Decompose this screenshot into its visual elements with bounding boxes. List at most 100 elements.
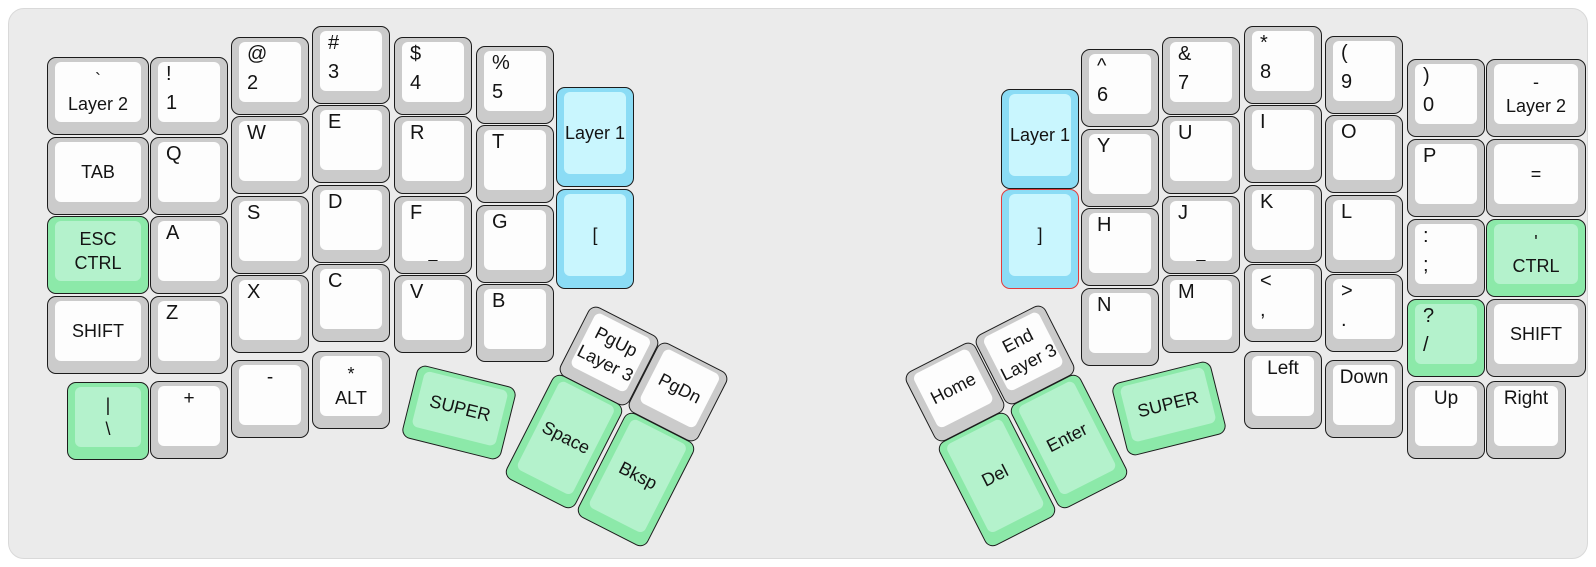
legend-line: -: [1533, 71, 1539, 92]
key-h[interactable]: H: [1081, 208, 1159, 286]
key-pipe-backslash[interactable]: |\: [67, 382, 149, 460]
key-r[interactable]: R: [394, 116, 472, 194]
legend-top-left: ^: [1097, 55, 1107, 77]
legend-top-left: S: [247, 202, 261, 224]
key-2[interactable]: @2: [231, 37, 309, 115]
key-7[interactable]: &7: [1162, 37, 1240, 115]
keycap-arrow-up: Up: [1415, 386, 1477, 446]
key-n[interactable]: N: [1081, 288, 1159, 366]
key-9[interactable]: (9: [1325, 36, 1403, 114]
keycap-g: G: [484, 210, 546, 270]
legend-top-left: V: [410, 281, 424, 303]
key-tab[interactable]: TAB: [47, 137, 149, 215]
legend-line: \: [105, 419, 111, 439]
keycap-p: P: [1415, 144, 1477, 204]
key-p[interactable]: P: [1407, 139, 1485, 217]
legend-center: SHIFT: [1494, 304, 1578, 364]
key-slash[interactable]: ?/: [1407, 299, 1485, 377]
legend-center: TAB: [55, 142, 141, 202]
key-0[interactable]: )0: [1407, 59, 1485, 137]
key-layer1-left[interactable]: Layer 1: [556, 87, 634, 187]
key-a[interactable]: A: [150, 216, 228, 294]
legend-top-left: B: [492, 290, 506, 312]
key-g[interactable]: G: [476, 205, 554, 283]
legend-center: -Layer 2: [1494, 64, 1578, 124]
key-x[interactable]: X: [231, 275, 309, 353]
key-i[interactable]: I: [1244, 105, 1322, 183]
key-arrow-down[interactable]: Down: [1325, 360, 1403, 438]
key-z[interactable]: Z: [150, 296, 228, 374]
legend-center: Layer 1: [1009, 94, 1071, 176]
key-comma[interactable]: <,: [1244, 264, 1322, 342]
key-k[interactable]: K: [1244, 185, 1322, 263]
key-d[interactable]: D: [312, 185, 390, 263]
key-v[interactable]: V: [394, 275, 472, 353]
legend-line: Bksp: [615, 457, 661, 494]
key-arrow-left[interactable]: Left: [1244, 351, 1322, 429]
keycap-t: T: [484, 130, 546, 190]
key-t[interactable]: T: [476, 125, 554, 203]
legend-center: `Layer 2: [55, 62, 141, 122]
key-w[interactable]: W: [231, 116, 309, 194]
key-right-bracket[interactable]: ]: [1001, 189, 1079, 289]
keycap-minus: -: [239, 365, 301, 425]
key-layer2-left[interactable]: `Layer 2: [47, 57, 149, 135]
key-plus[interactable]: +: [150, 381, 228, 459]
key-alt[interactable]: *ALT: [312, 351, 390, 429]
legend-center: *ALT: [320, 356, 382, 416]
legend-top-center: +: [183, 388, 195, 409]
key-layer1-right[interactable]: Layer 1: [1001, 89, 1079, 189]
key-4[interactable]: $4: [394, 37, 472, 115]
key-f[interactable]: F_: [394, 196, 472, 274]
key-q[interactable]: Q: [150, 137, 228, 215]
key-l[interactable]: L: [1325, 195, 1403, 273]
key-m[interactable]: M: [1162, 275, 1240, 353]
key-c[interactable]: C: [312, 264, 390, 342]
legend-top-left: Y: [1097, 135, 1111, 157]
legend-line: |: [105, 394, 111, 415]
key-6[interactable]: ^6: [1081, 49, 1159, 127]
key-s[interactable]: S: [231, 196, 309, 274]
key-shift-left[interactable]: SHIFT: [47, 296, 149, 374]
key-arrow-right[interactable]: Right: [1486, 381, 1566, 459]
key-3[interactable]: #3: [312, 26, 390, 104]
key-minus[interactable]: -: [231, 360, 309, 438]
key-super-right[interactable]: SUPER: [1110, 359, 1228, 458]
key-shift-right[interactable]: SHIFT: [1486, 299, 1586, 377]
legend-top-left: Q: [166, 143, 182, 165]
legend-bottom-left: ,: [1260, 299, 1266, 321]
legend-line: Layer 1: [1009, 124, 1071, 145]
key-e[interactable]: E: [312, 105, 390, 183]
key-arrow-up[interactable]: Up: [1407, 381, 1485, 459]
key-layer2-right[interactable]: -Layer 2: [1486, 59, 1586, 137]
key-y[interactable]: Y: [1081, 129, 1159, 207]
key-quote-ctrl[interactable]: 'CTRL: [1486, 219, 1586, 297]
key-u[interactable]: U: [1162, 116, 1240, 194]
key-8[interactable]: *8: [1244, 26, 1322, 104]
keycap-u: U: [1170, 121, 1232, 181]
keycap-h: H: [1089, 213, 1151, 273]
key-equals[interactable]: =: [1486, 139, 1586, 217]
legend-bottom-left: .: [1341, 309, 1347, 331]
key-j[interactable]: J_: [1162, 196, 1240, 274]
legend-top-left: >: [1341, 280, 1353, 302]
legend-top-left: $: [410, 43, 422, 65]
key-period[interactable]: >.: [1325, 274, 1403, 352]
keycap-period: >.: [1333, 279, 1395, 339]
key-1[interactable]: !1: [150, 57, 228, 135]
keycap-k: K: [1252, 190, 1314, 250]
legend-top-left: O: [1341, 121, 1357, 143]
key-semicolon[interactable]: :;: [1407, 219, 1485, 297]
keycap-layer2-right: -Layer 2: [1494, 64, 1578, 124]
key-b[interactable]: B: [476, 284, 554, 362]
legend-bottom-left: ;: [1423, 254, 1429, 276]
keycap-semicolon: :;: [1415, 224, 1477, 284]
legend-line: Layer 2: [67, 94, 129, 114]
key-left-bracket[interactable]: [: [556, 189, 634, 289]
key-5[interactable]: %5: [476, 46, 554, 124]
key-o[interactable]: O: [1325, 115, 1403, 193]
key-super-left[interactable]: SUPER: [400, 363, 518, 462]
